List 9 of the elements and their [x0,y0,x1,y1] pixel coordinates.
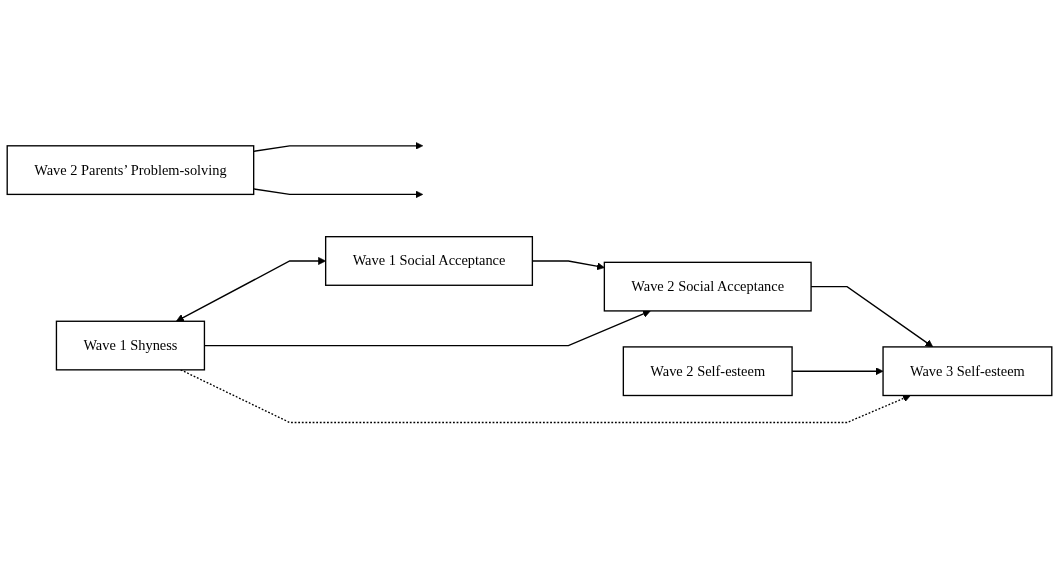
node-box: Wave 2 Social Acceptance [603,261,812,312]
arrow [253,141,424,152]
node-box: Wave 3 Self-esteem [882,346,1053,397]
node-box: Wave 1 Social Acceptance [325,236,534,286]
node-box: Wave 1 Shyness [55,320,206,371]
arrow [176,257,326,322]
arrow [253,188,424,199]
node-box: Wave 2 Parents’ Problem-solving [6,145,255,196]
node-box: Wave 2 Self-esteem [622,346,793,397]
